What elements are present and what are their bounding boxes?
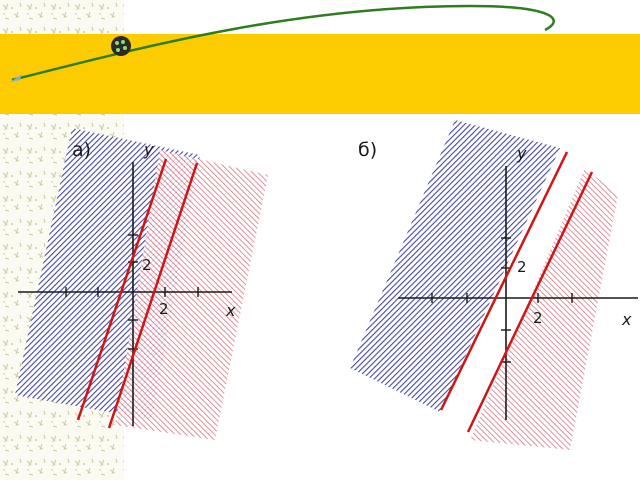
decorative-arc — [11, 4, 555, 82]
panel-a-red-region — [115, 150, 268, 440]
header-banner — [0, 34, 640, 114]
panel-b-red-region — [470, 168, 618, 450]
panel-b-y-tick-label: 2 — [517, 258, 527, 276]
panel-a-label: а) — [72, 139, 92, 161]
panel-b-blue-region — [350, 120, 560, 412]
panel-b-boundary-line-2 — [466, 171, 594, 433]
bullet-ball-icon — [111, 36, 131, 56]
panel-b-boundary-line-1 — [439, 151, 569, 411]
panel-a-boundary-line-2 — [107, 162, 199, 429]
panel-b-graph — [350, 120, 638, 450]
panel-a-y-tick-label: 2 — [142, 256, 152, 274]
panel-b-x-axis-label: x — [622, 310, 632, 329]
panel-a-x-tick-label: 2 — [159, 300, 169, 318]
panel-b-y-axis-label: y — [517, 144, 527, 163]
panel-a-graph — [15, 128, 268, 440]
arc-tail-icon — [10, 74, 22, 82]
panel-a-y-axis-label: y — [144, 140, 154, 159]
panel-b-label: б) — [358, 139, 378, 161]
panel-a-boundary-line-1 — [76, 158, 168, 421]
panel-a-x-axis-label: x — [226, 301, 236, 320]
panel-b-x-tick-label: 2 — [533, 309, 543, 327]
